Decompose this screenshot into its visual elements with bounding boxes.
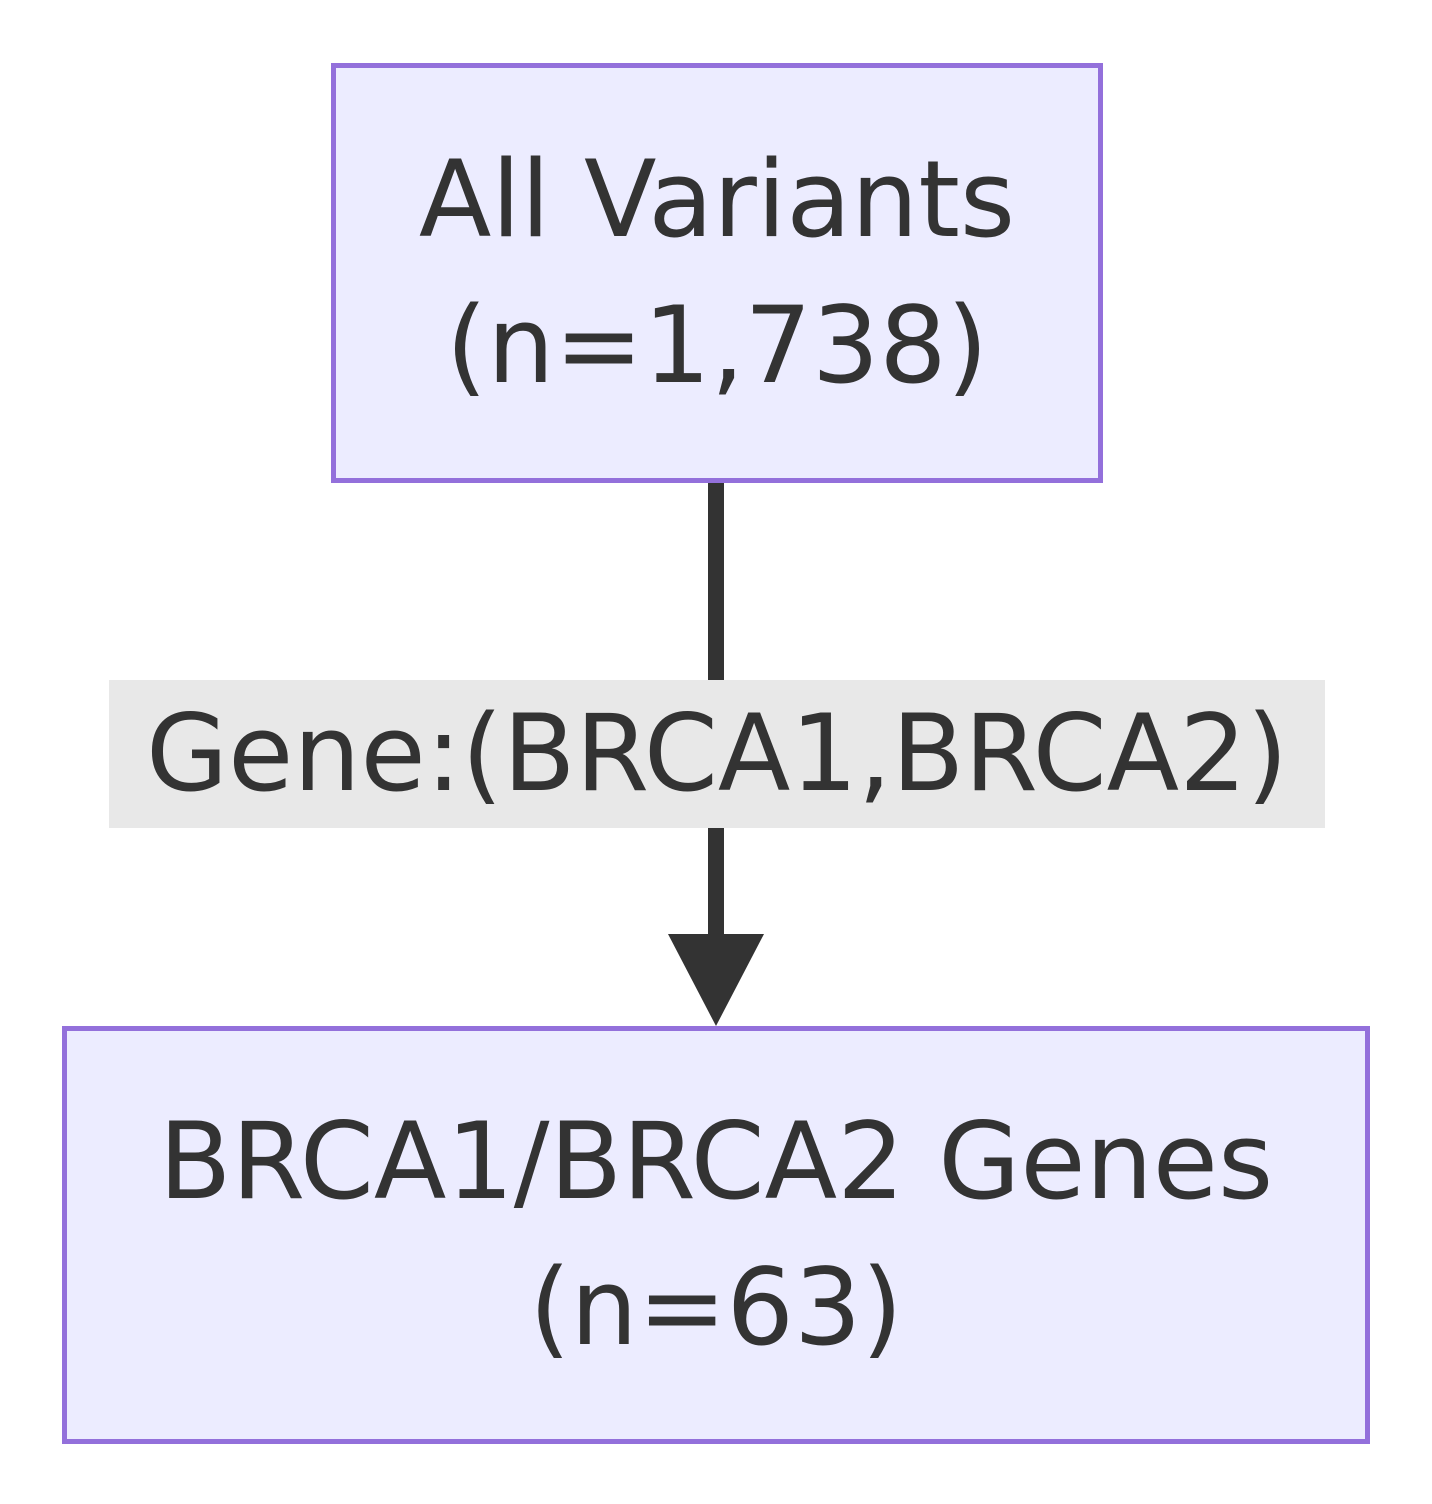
edge-label: Gene:(BRCA1,BRCA2) — [109, 680, 1325, 828]
arrowhead-icon — [668, 934, 764, 1026]
node-brca-genes: BRCA1/BRCA2 Genes (n=63) — [62, 1026, 1370, 1444]
node-all-variants-count: (n=1,738) — [445, 284, 989, 407]
node-all-variants-title: All Variants — [418, 138, 1016, 261]
node-all-variants: All Variants (n=1,738) — [331, 63, 1103, 483]
node-brca-genes-count: (n=63) — [529, 1246, 903, 1369]
node-brca-genes-title: BRCA1/BRCA2 Genes — [158, 1100, 1274, 1223]
